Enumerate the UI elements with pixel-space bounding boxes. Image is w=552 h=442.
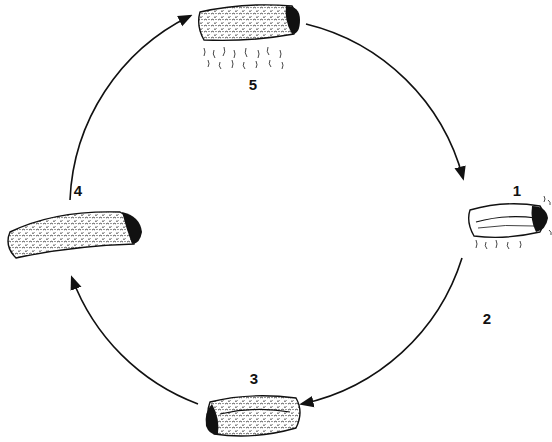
larva-figure [206,396,300,436]
cycle-arrow [72,278,198,404]
callout-number: 5 [249,77,257,92]
cycle-arrow [306,24,463,178]
callout-number: 2 [483,311,491,326]
larva-figure [8,212,142,258]
callout-number: 1 [513,183,521,198]
cycle-arrow [70,16,190,200]
larva-figure [199,5,300,69]
larva-figure [469,196,552,249]
callout-number: 3 [250,371,258,386]
callout-number: 4 [74,183,82,198]
cycle-arrow [302,258,462,404]
cycle-arrows [70,16,463,404]
